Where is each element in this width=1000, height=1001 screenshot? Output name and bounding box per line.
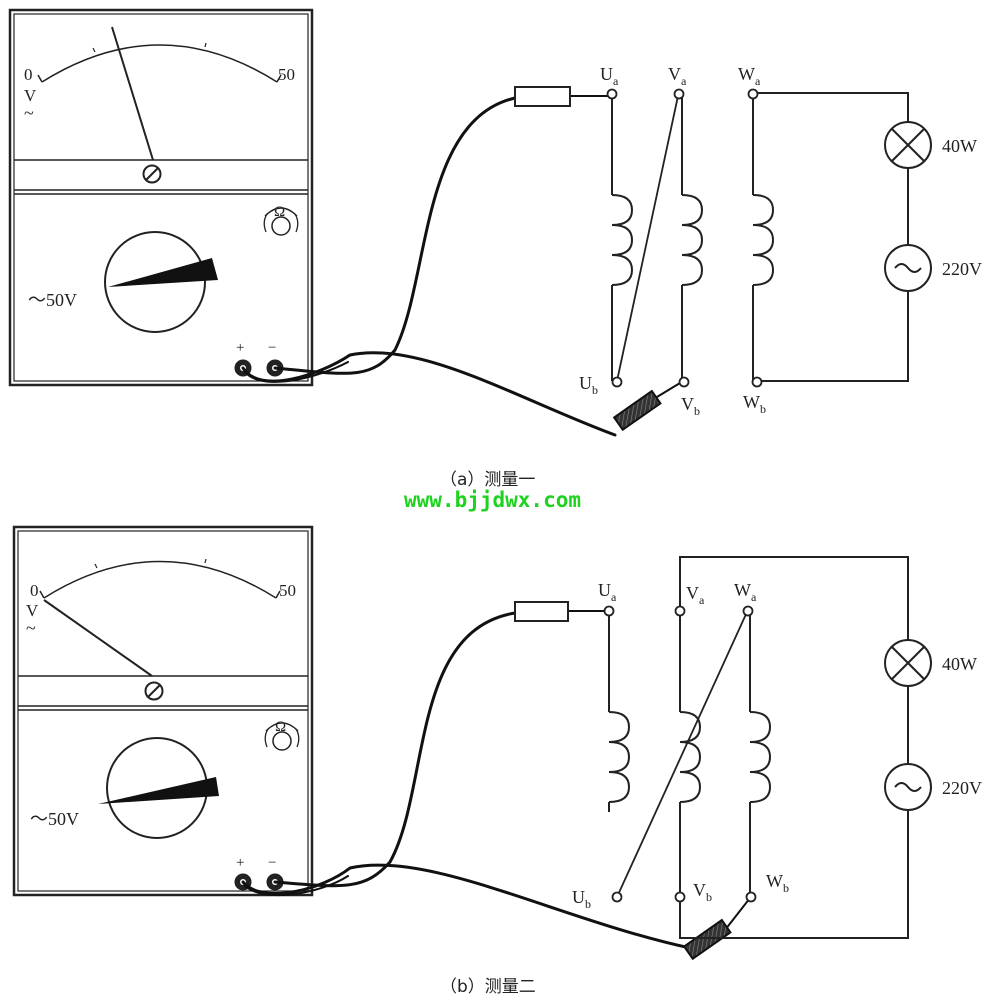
zero-adjust-screw-b bbox=[144, 681, 164, 701]
label-wa-b: Wa bbox=[734, 580, 757, 604]
multimeter-a bbox=[8, 8, 314, 387]
test-leads-a bbox=[241, 95, 681, 437]
meter-scale-arc-b bbox=[43, 560, 277, 599]
windings-b bbox=[608, 556, 909, 939]
windings-a bbox=[611, 92, 909, 382]
terminal-va-a bbox=[673, 88, 685, 100]
ohm-label-b: Ω bbox=[275, 719, 286, 735]
label-va-a: Va bbox=[668, 64, 687, 88]
probe-red-b bbox=[514, 601, 569, 622]
label-vb-b: Vb bbox=[693, 880, 712, 904]
probe-black-b bbox=[682, 918, 732, 961]
panel-b: 0 50 V ~ Ω ～50V + − bbox=[12, 525, 982, 997]
watermark: www.bjjdwx.com bbox=[404, 488, 581, 512]
minus-label-a: − bbox=[268, 340, 276, 356]
unit-v-label-b: V bbox=[26, 601, 39, 620]
test-leads-b bbox=[241, 610, 751, 950]
unit-ac-label-b: ~ bbox=[26, 618, 36, 638]
terminal-wb-a bbox=[751, 376, 763, 388]
terminal-ub-a bbox=[611, 376, 623, 388]
label-wb-b: Wb bbox=[766, 871, 789, 895]
scale-min-label-b: 0 bbox=[30, 581, 39, 600]
terminal-vb-b bbox=[674, 891, 686, 903]
lamp-icon-b bbox=[884, 639, 932, 687]
label-ub-a: Ub bbox=[579, 373, 598, 397]
range-dial-a bbox=[104, 231, 206, 333]
meter-needle-a bbox=[111, 26, 154, 161]
zero-adjust-screw-a bbox=[142, 164, 162, 184]
plus-label-a: + bbox=[236, 340, 244, 356]
minus-label-b: − bbox=[268, 855, 276, 871]
lamp-label-b: 40W bbox=[942, 654, 977, 674]
label-va-b: Va bbox=[686, 583, 705, 607]
dial-pointer-b bbox=[98, 777, 219, 804]
label-vb-a: Vb bbox=[681, 394, 700, 418]
source-label-b: 220V bbox=[942, 778, 982, 798]
label-wb-a: Wb bbox=[743, 392, 766, 416]
meter-needle-b bbox=[43, 599, 153, 677]
caption-b: （b）测量二 bbox=[440, 977, 536, 997]
ohm-adjust-icon-b bbox=[264, 722, 300, 751]
label-ub-b: Ub bbox=[572, 887, 591, 911]
scale-max-label-a: 50 bbox=[278, 65, 295, 84]
ac-source-icon-b bbox=[884, 763, 932, 811]
label-ua-b: Ua bbox=[598, 580, 617, 604]
lamp-icon-a bbox=[884, 121, 932, 169]
plus-label-b: + bbox=[236, 855, 244, 871]
label-ua-a: Ua bbox=[600, 64, 619, 88]
multimeter-b bbox=[12, 525, 314, 897]
terminal-ub-b bbox=[611, 891, 623, 903]
terminal-ua-a bbox=[606, 88, 618, 100]
ac-source-icon-a bbox=[884, 244, 932, 292]
meter-scale-arc-a bbox=[41, 44, 278, 83]
scale-max-label-b: 50 bbox=[279, 581, 296, 600]
label-wa-a: Wa bbox=[738, 64, 761, 88]
ohm-label-a: Ω bbox=[274, 204, 285, 220]
caption-a: （a）测量一 bbox=[440, 470, 535, 490]
scale-min-label-a: 0 bbox=[24, 65, 33, 84]
terminal-wa-b bbox=[742, 605, 754, 617]
probe-red-a bbox=[514, 86, 571, 107]
range-label-b: ～50V bbox=[30, 809, 79, 829]
range-label-a: ～50V bbox=[28, 290, 77, 310]
ohm-adjust-icon-a bbox=[263, 207, 299, 236]
probe-black-a bbox=[612, 389, 662, 432]
terminal-ua-b bbox=[603, 605, 615, 617]
source-label-a: 220V bbox=[942, 259, 982, 279]
dial-pointer-a bbox=[108, 258, 218, 287]
unit-v-label-a: V bbox=[24, 86, 37, 105]
terminal-wb-b bbox=[745, 891, 757, 903]
terminal-wa-a bbox=[747, 88, 759, 100]
terminal-va-b bbox=[674, 605, 686, 617]
unit-ac-label-a: ~ bbox=[24, 103, 34, 123]
terminal-vb-a bbox=[678, 376, 690, 388]
panel-a: 0 50 V ~ Ω ～50V + − bbox=[8, 8, 982, 490]
lamp-label-a: 40W bbox=[942, 136, 977, 156]
